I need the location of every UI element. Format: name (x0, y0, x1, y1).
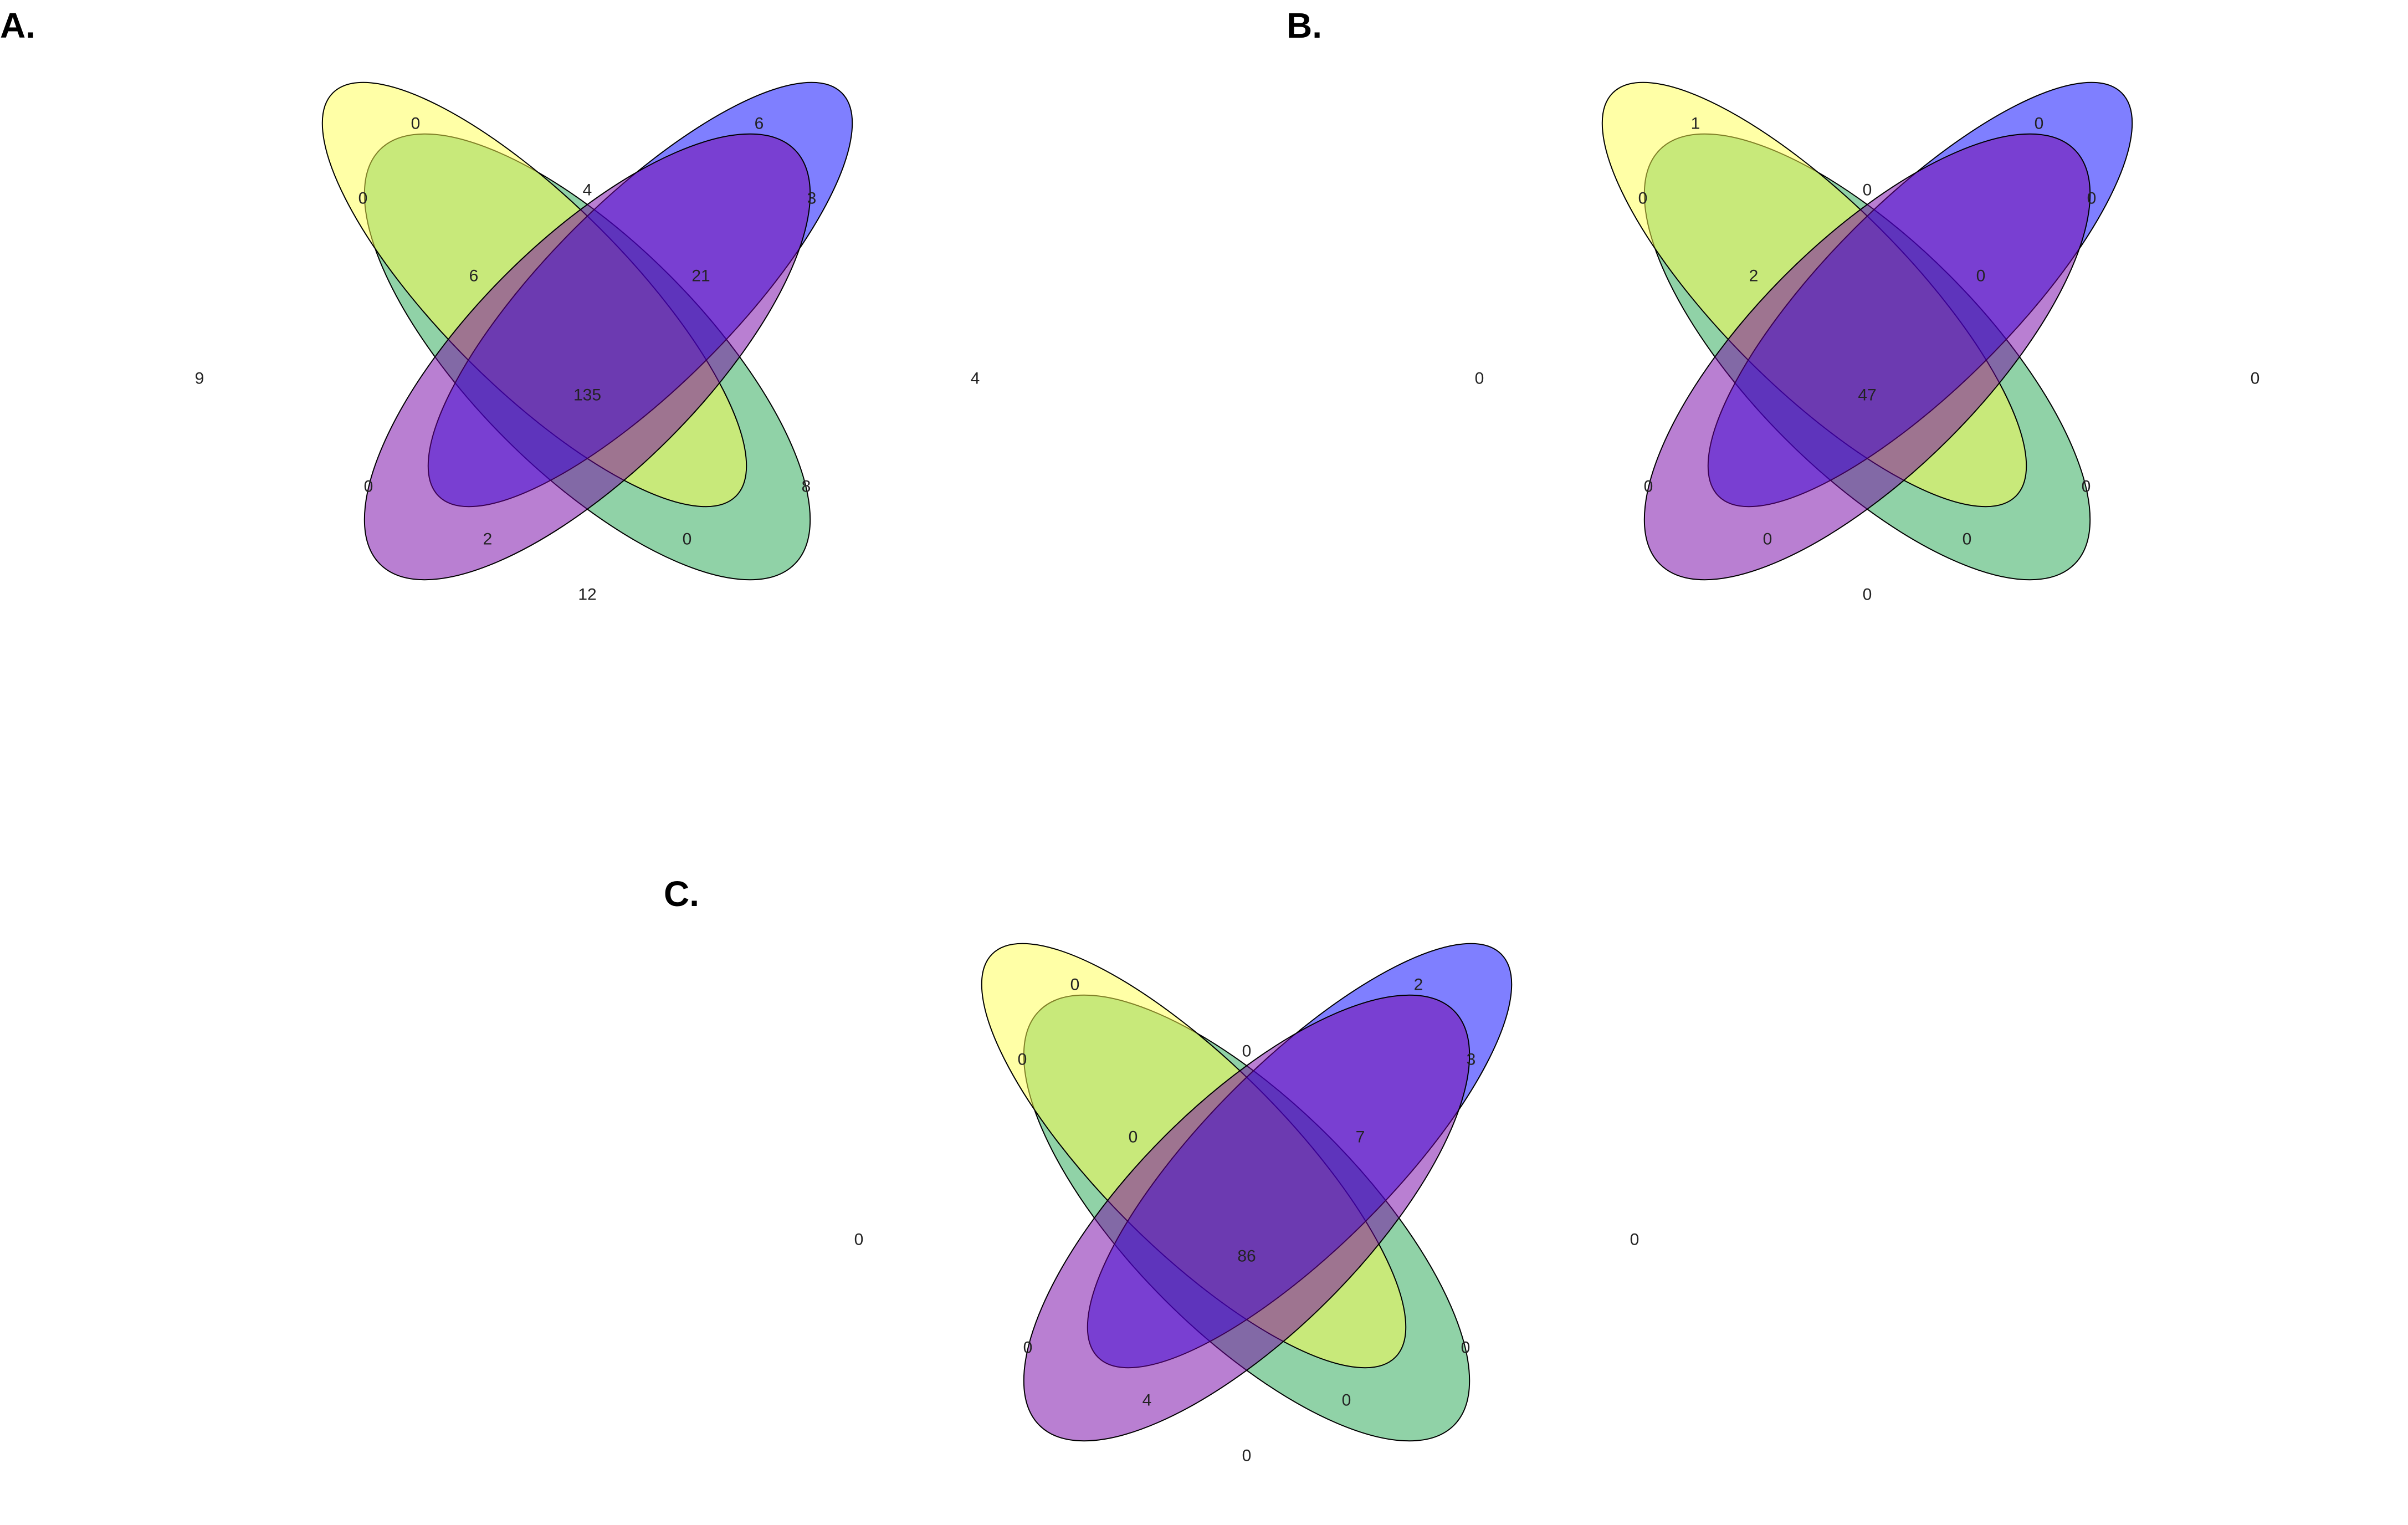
region-count-ab: 0 (1018, 1051, 1027, 1069)
region-count-abd: 0 (1963, 530, 1972, 549)
region-count-ac: 0 (1023, 1339, 1033, 1357)
region-count-cd: 3 (1467, 1051, 1476, 1069)
region-counts: 0 1 0 0 0 0 0 0 0 0 2 0 0 0 47 (1475, 115, 2260, 604)
region-count-abc: 6 (469, 267, 479, 285)
region-counts: 0 0 2 0 0 0 0 0 0 3 0 0 4 7 86 (854, 976, 1640, 1465)
region-count-c: 6 (755, 115, 764, 133)
region-count-abcd: 86 (1237, 1247, 1256, 1266)
region-count-d: 0 (1630, 1231, 1640, 1249)
region-count-bc: 0 (1863, 181, 1872, 199)
region-count-c: 2 (1414, 976, 1423, 994)
region-count-ab: 0 (1638, 190, 1648, 208)
panel-label: A. (0, 6, 35, 45)
venn-panel-c: C. 0 0 2 0 0 0 0 0 0 3 0 0 4 7 86 (664, 874, 1640, 1508)
region-count-ad: 0 (1242, 1447, 1252, 1465)
venn-panel-a: A. 9 0 6 4 0 0 12 4 8 3 6 0 2 21 135 (0, 6, 980, 647)
region-count-ad: 0 (1863, 586, 1872, 604)
region-count-b: 0 (1070, 976, 1080, 994)
region-count-b: 1 (1691, 115, 1700, 133)
region-count-ac: 0 (364, 478, 373, 496)
panel-label: C. (664, 874, 699, 914)
region-count-abc: 2 (1749, 267, 1759, 285)
region-count-cd: 0 (2087, 190, 2097, 208)
region-count-bc: 0 (1242, 1042, 1252, 1061)
region-count-d: 4 (971, 370, 980, 388)
region-count-bcd: 0 (1976, 267, 1986, 285)
region-count-acd: 4 (1142, 1391, 1152, 1410)
region-count-abcd: 135 (573, 386, 601, 405)
region-count-a: 0 (854, 1231, 864, 1249)
region-count-bcd: 7 (1356, 1128, 1365, 1147)
region-count-bcd: 21 (691, 267, 710, 285)
region-count-acd: 0 (1763, 530, 1772, 549)
venn-panel-b: B. 0 1 0 0 0 0 0 0 0 0 2 0 0 0 47 (1287, 6, 2260, 647)
panel-label: B. (1287, 6, 1322, 45)
region-count-abd: 0 (1342, 1391, 1351, 1410)
region-count-a: 9 (195, 370, 204, 388)
region-count-ad: 12 (578, 586, 596, 604)
region-count-ab: 0 (358, 190, 368, 208)
region-count-bc: 4 (583, 181, 592, 199)
region-count-bd: 0 (2082, 478, 2091, 496)
region-count-ac: 0 (1644, 478, 1653, 496)
region-count-abd: 0 (683, 530, 692, 549)
region-count-b: 0 (411, 115, 421, 133)
region-count-c: 0 (2035, 115, 2044, 133)
region-count-cd: 3 (807, 190, 817, 208)
region-count-abc: 0 (1129, 1128, 1138, 1147)
region-count-bd: 8 (802, 478, 811, 496)
region-count-bd: 0 (1461, 1339, 1471, 1357)
region-count-acd: 2 (483, 530, 493, 549)
region-count-a: 0 (1475, 370, 1484, 388)
region-count-abcd: 47 (1858, 386, 1876, 405)
region-count-d: 0 (2251, 370, 2260, 388)
region-counts: 9 0 6 4 0 0 12 4 8 3 6 0 2 21 135 (195, 115, 980, 604)
